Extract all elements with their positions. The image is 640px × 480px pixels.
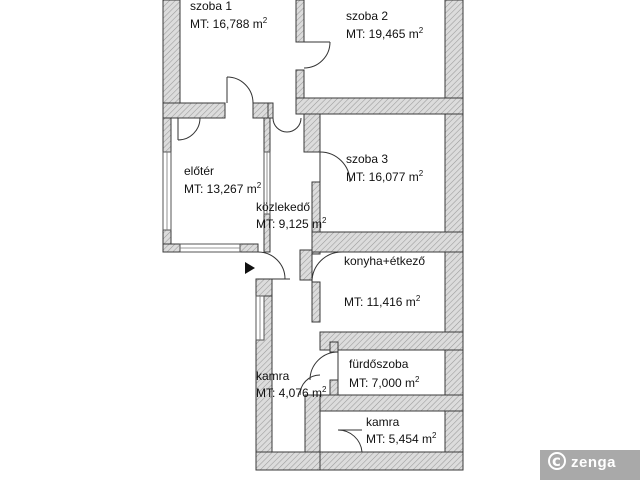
room-name: kamra (256, 369, 290, 383)
walls (162, 0, 464, 471)
room-name: konyha+étkező (344, 254, 425, 268)
wall-szoba1-szoba2 (295, 0, 305, 43)
room-kozlekedo: közlekedő MT: 9,125 m2 (256, 200, 327, 231)
wall-under-szoba2 (295, 97, 464, 115)
wall-under-furdo (304, 394, 464, 412)
zenga-logo-icon (548, 452, 566, 470)
wall-konyha-left (311, 281, 321, 323)
watermark-text: zenga (571, 454, 616, 471)
room-szoba2: szoba 2 MT: 19,465 m2 (346, 9, 424, 41)
watermark: c zenga (540, 450, 640, 480)
room-name: szoba 3 (346, 152, 388, 166)
wall-entrance-stub (255, 278, 273, 297)
wall-kamra2-bottom (304, 451, 464, 471)
room-szoba1: szoba 1 MT: 16,788 m2 (190, 0, 268, 31)
wall-outer-left-top (162, 0, 181, 119)
room-kamra1: kamra MT: 4,076 m2 (256, 369, 327, 400)
room-konyha: konyha+étkező MT: 11,416 m2 (344, 254, 425, 309)
wall-furdo-left (329, 341, 339, 353)
wall-szoba3-left-lower (311, 181, 321, 255)
room-name: fürdőszoba (349, 357, 409, 371)
room-area: MT: 16,788 m2 (190, 16, 268, 31)
entrance-arrow-icon (245, 262, 255, 274)
room-area: MT: 16,077 m2 (346, 169, 424, 184)
room-name: szoba 2 (346, 9, 388, 23)
wall-szoba3-left (303, 113, 321, 153)
room-area: MT: 4,076 m2 (256, 385, 327, 400)
room-szoba3: szoba 3 MT: 16,077 m2 (346, 152, 424, 184)
wall-under-szoba3 (311, 231, 464, 253)
room-area: MT: 13,267 m2 (184, 181, 262, 196)
wall-under-szoba1 (162, 102, 226, 119)
wall-under-konyha (319, 331, 464, 351)
room-name: szoba 1 (190, 0, 232, 13)
room-area: MT: 9,125 m2 (256, 216, 327, 231)
wall-eloter-right (263, 117, 271, 153)
wall-under-szoba1-right (252, 102, 269, 119)
room-labels: szoba 1 MT: 16,788 m2 szoba 2 MT: 19,465… (184, 0, 437, 446)
room-area: MT: 11,416 m2 (344, 294, 421, 309)
room-eloter: előtér MT: 13,267 m2 (184, 164, 262, 196)
room-area: MT: 5,454 m2 (366, 431, 437, 446)
room-furdo: fürdőszoba MT: 7,000 m2 (349, 357, 420, 390)
wall-kamra1-bottom (255, 451, 321, 471)
room-name: előtér (184, 164, 214, 178)
room-kamra2: kamra MT: 5,454 m2 (366, 415, 437, 446)
doors (177, 41, 363, 453)
room-area: MT: 7,000 m2 (349, 375, 420, 390)
room-name: kamra (366, 415, 400, 429)
room-name: közlekedő (256, 200, 310, 214)
wall-kozlekedo-right (299, 249, 313, 281)
room-area: MT: 19,465 m2 (346, 26, 424, 41)
watermark-logo: c (552, 452, 561, 470)
wall-under-szoba2-left (267, 102, 274, 119)
